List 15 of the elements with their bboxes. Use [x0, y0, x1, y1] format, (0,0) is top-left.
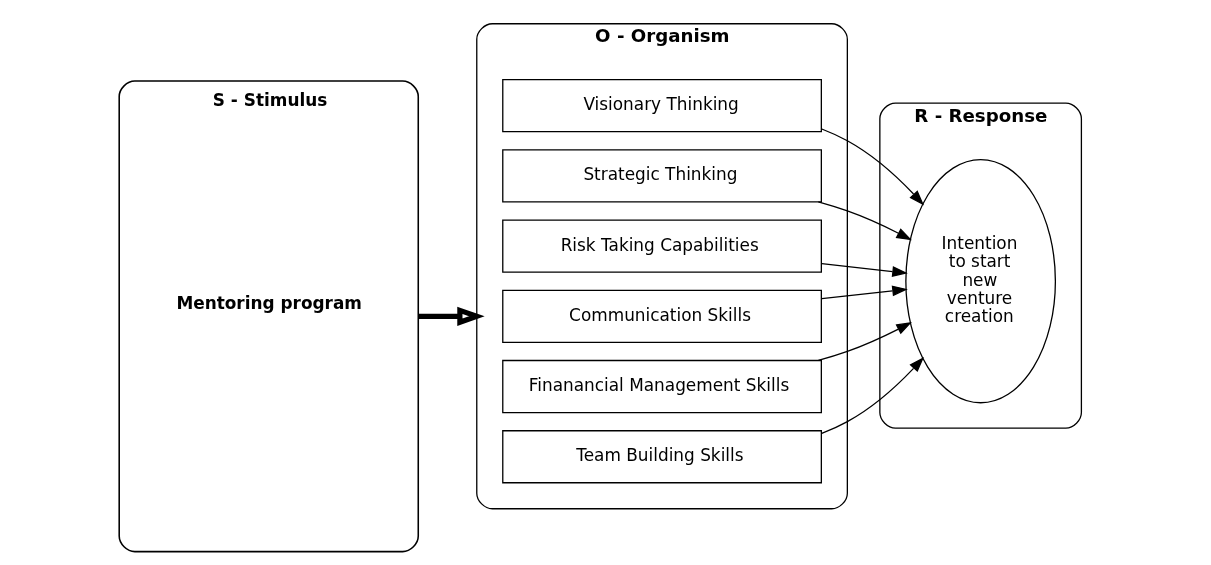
node-box: Visionary Thinking — [502, 79, 822, 133]
node-ellipse: Intention to start new venture creation — [905, 158, 1057, 404]
node-box: Communication Skills — [502, 289, 822, 343]
node-box: Finanancial Management Skills — [502, 359, 822, 414]
arrow — [821, 263, 908, 277]
node-box: Strategic Thinking — [502, 149, 822, 203]
node-box: S - Stimulus Mentoring program — [118, 80, 420, 553]
arrow — [817, 322, 912, 362]
node-box: Team Building Skills — [502, 430, 822, 484]
arrow — [821, 128, 925, 206]
arrow — [821, 285, 908, 300]
arrow — [821, 356, 925, 435]
arrow — [418, 306, 485, 326]
arrow — [817, 201, 912, 241]
node-box: Risk Taking Capabilities — [502, 219, 822, 273]
